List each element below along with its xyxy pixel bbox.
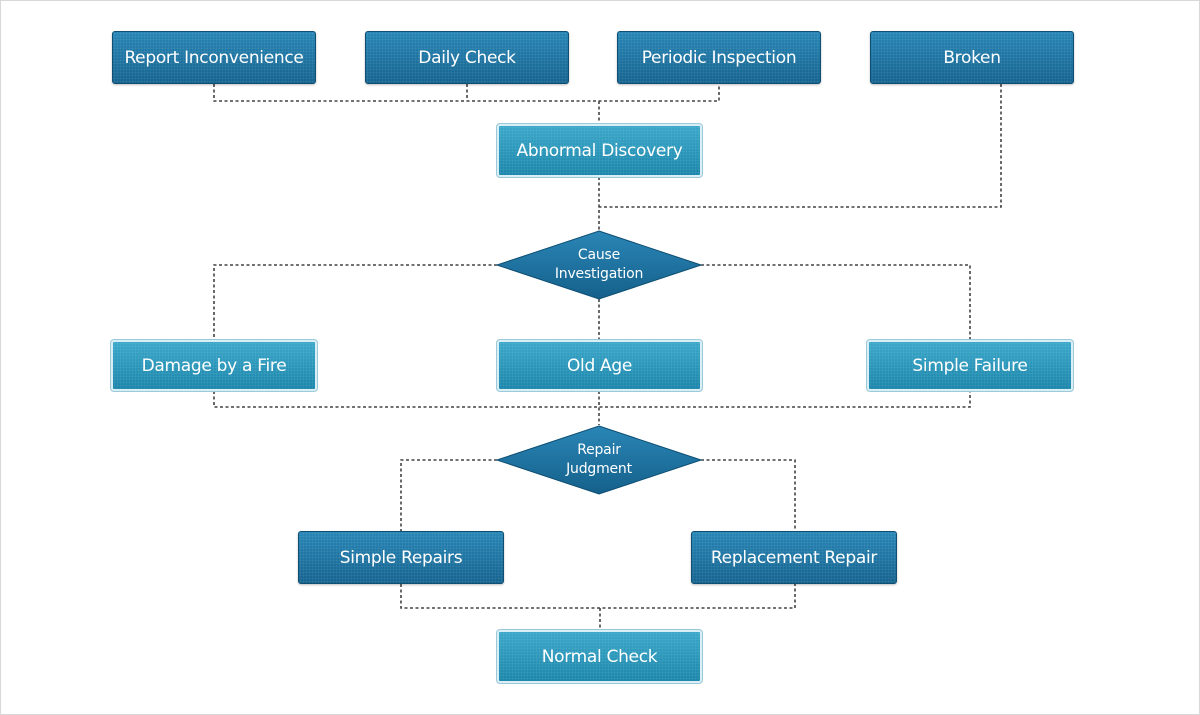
node-abnormal-discovery: Abnormal Discovery — [497, 124, 702, 177]
connector-causes-to-repair — [213, 391, 971, 425]
connector-cause-to-causes — [213, 264, 971, 340]
diamond-shape — [496, 230, 702, 300]
node-damage-by-fire: Damage by a Fire — [111, 340, 317, 391]
connector-repair-to-options — [400, 459, 796, 531]
node-daily-check: Daily Check — [365, 31, 569, 84]
node-simple-repairs: Simple Repairs — [298, 531, 504, 584]
node-report-inconvenience: Report Inconvenience — [112, 31, 316, 84]
node-simple-failure: Simple Failure — [867, 340, 1073, 391]
node-replacement-repair: Replacement Repair — [691, 531, 897, 584]
node-old-age: Old Age — [497, 340, 702, 391]
decision-cause-line2: Investigation — [554, 266, 644, 282]
decision-cause-investigation: Cause Investigation — [496, 230, 702, 300]
node-periodic-inspection: Periodic Inspection — [617, 31, 821, 84]
decision-repair-line1: Repair — [577, 442, 621, 458]
decision-repair-judgment: Repair Judgment — [496, 425, 702, 495]
connector-sources-to-abnormal — [213, 84, 720, 124]
connector-options-to-normal — [400, 584, 796, 630]
node-broken: Broken — [870, 31, 1074, 84]
diamond-shape — [496, 425, 702, 495]
decision-repair-line2: Judgment — [566, 461, 632, 477]
decision-cause-line1: Cause — [577, 247, 621, 263]
connector-broken-to-cause — [599, 84, 1002, 208]
node-normal-check: Normal Check — [497, 630, 702, 683]
